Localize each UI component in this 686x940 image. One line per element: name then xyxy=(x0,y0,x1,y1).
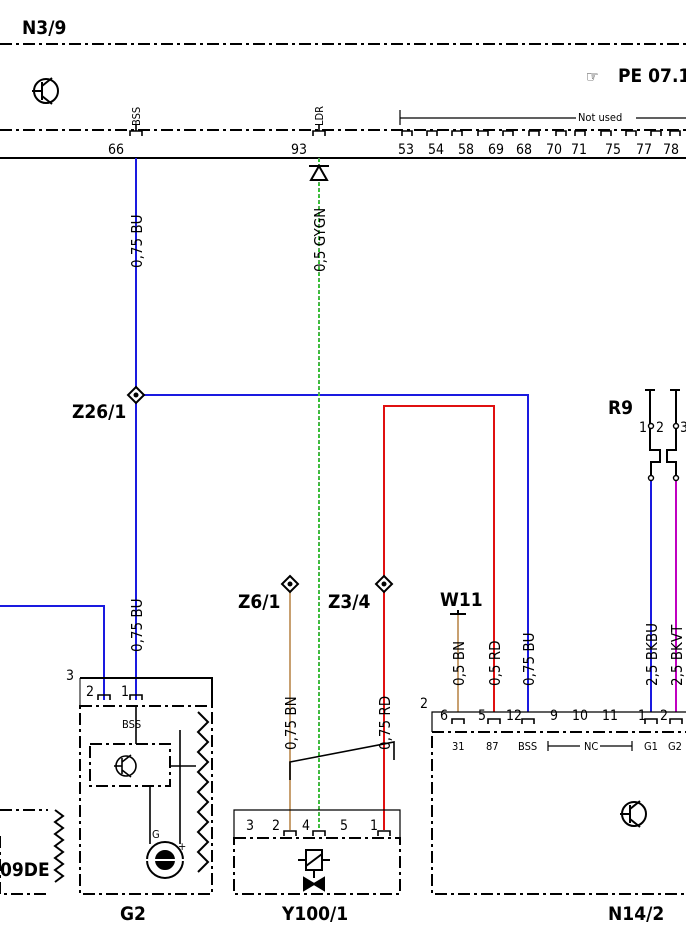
wire-label-bkvt: 2,5 BKVT xyxy=(668,624,686,686)
n3-9-title: N3/9 xyxy=(22,17,66,39)
relay-r9-symbol xyxy=(645,389,680,480)
n14-label-bss: BSS xyxy=(518,740,537,753)
n14-pin-1: 1 xyxy=(638,708,646,724)
pin-label-ldr: LDR xyxy=(313,106,326,126)
wire-label-rd-y100: 0,75 RD xyxy=(376,696,394,750)
wire-label-rd-n14: 0,5 RD xyxy=(486,640,504,686)
shield-line xyxy=(289,741,395,780)
g2-pin-1: 1 xyxy=(121,684,129,700)
g2-pin-3: 3 xyxy=(66,668,74,684)
wire-label-bkbu: 2,5 BKBU xyxy=(643,623,661,686)
component-y100-1: Y100/1 xyxy=(281,903,348,925)
g2-winding-icon xyxy=(196,711,210,873)
y100-pin-1: 1 xyxy=(370,818,378,834)
diode-marker xyxy=(309,163,329,181)
w11-ground-marker xyxy=(450,610,466,615)
g2-plus-label: + xyxy=(178,840,186,853)
n14-housing xyxy=(431,731,686,895)
pin-78: 78 xyxy=(663,142,679,158)
g2-generator-icon xyxy=(145,841,185,879)
page-reference: PE 07.1 xyxy=(618,65,686,87)
n14-pin-5: 5 xyxy=(478,708,486,724)
g2-g-label: G xyxy=(152,828,160,841)
r9-pin-2: 2 xyxy=(656,420,664,436)
n14-label-g1: G1 xyxy=(644,740,658,753)
wire-blue-bss xyxy=(136,394,529,712)
g2-regulator xyxy=(89,743,171,787)
y100-pin-3: 3 xyxy=(246,818,254,834)
g2-pin-2: 2 xyxy=(86,684,94,700)
n14-label-87: 87 xyxy=(486,740,499,753)
n14-label-nc: NC xyxy=(584,740,598,753)
pin-75: 75 xyxy=(605,142,621,158)
wire-red-loop xyxy=(383,405,495,712)
pin-label-bss: BSS xyxy=(130,107,143,126)
component-z6-1: Z6/1 xyxy=(238,591,280,613)
wire-label-bu-g2: 0,75 BU xyxy=(128,599,146,652)
not-used-label: Not used xyxy=(578,111,622,124)
component-w11: W11 xyxy=(440,589,483,611)
n14-pin-11: 11 xyxy=(602,708,618,724)
solenoid-valve-icon xyxy=(298,849,330,892)
pin-70: 70 xyxy=(546,142,562,158)
pin-77: 77 xyxy=(636,142,652,158)
pin-71: 71 xyxy=(571,142,587,158)
n14-pin-10: 10 xyxy=(572,708,588,724)
component-g2: G2 xyxy=(120,903,146,925)
left-winding-icon xyxy=(53,809,65,883)
pin-54: 54 xyxy=(428,142,444,158)
n14-pin-9: 9 xyxy=(550,708,558,724)
n14-pin-12: 12 xyxy=(506,708,522,724)
top-pin-ticks xyxy=(129,125,681,136)
n14-transistor-icon xyxy=(620,800,647,828)
pin-68: 68 xyxy=(516,142,532,158)
n14-label-g2: G2 xyxy=(668,740,682,753)
r9-pin-3: 3 xyxy=(680,420,686,436)
component-z3-4: Z3/4 xyxy=(328,591,371,613)
y100-pin-2: 2 xyxy=(272,818,280,834)
component-z26-1: Z26/1 xyxy=(72,401,126,423)
n14-pin-group-2: 2 xyxy=(420,696,428,712)
g2-transistor-icon xyxy=(114,754,137,778)
g2-connector-top xyxy=(80,677,213,706)
pin-66: 66 xyxy=(108,142,124,158)
component-n14-2: N14/2 xyxy=(608,903,664,925)
y100-housing xyxy=(233,837,401,895)
n14-label-31: 31 xyxy=(452,740,465,753)
pin-58: 58 xyxy=(458,142,474,158)
transistor-icon xyxy=(32,77,59,105)
pin-93: 93 xyxy=(291,142,307,158)
r9-pin-1: 1 xyxy=(639,420,647,436)
wire-label-bn-n14: 0,5 BN xyxy=(450,641,468,686)
wire-label-bu-n14: 0,75 BU xyxy=(520,633,538,686)
wire-label-bu-top: 0,75 BU xyxy=(128,215,146,268)
wire-label-bn-y100: 0,75 BN xyxy=(282,696,300,750)
splice-markers xyxy=(126,385,394,594)
pin-53: 53 xyxy=(398,142,414,158)
component-r9: R9 xyxy=(608,397,633,419)
pin-69: 69 xyxy=(488,142,504,158)
g2-bss-label: BSS xyxy=(122,718,141,731)
n14-pin-2: 2 xyxy=(660,708,668,724)
y100-pin-4: 4 xyxy=(302,818,310,834)
hand-pointer-icon: ☞ xyxy=(586,67,599,86)
n14-pin-6: 6 xyxy=(440,708,448,724)
left-component-code: 09DE xyxy=(0,859,50,881)
wire-label-gygn: 0,5 GYGN xyxy=(311,208,329,272)
y100-pin-5: 5 xyxy=(340,818,348,834)
g2-housing xyxy=(79,705,213,895)
wire-blue-left xyxy=(0,605,105,700)
